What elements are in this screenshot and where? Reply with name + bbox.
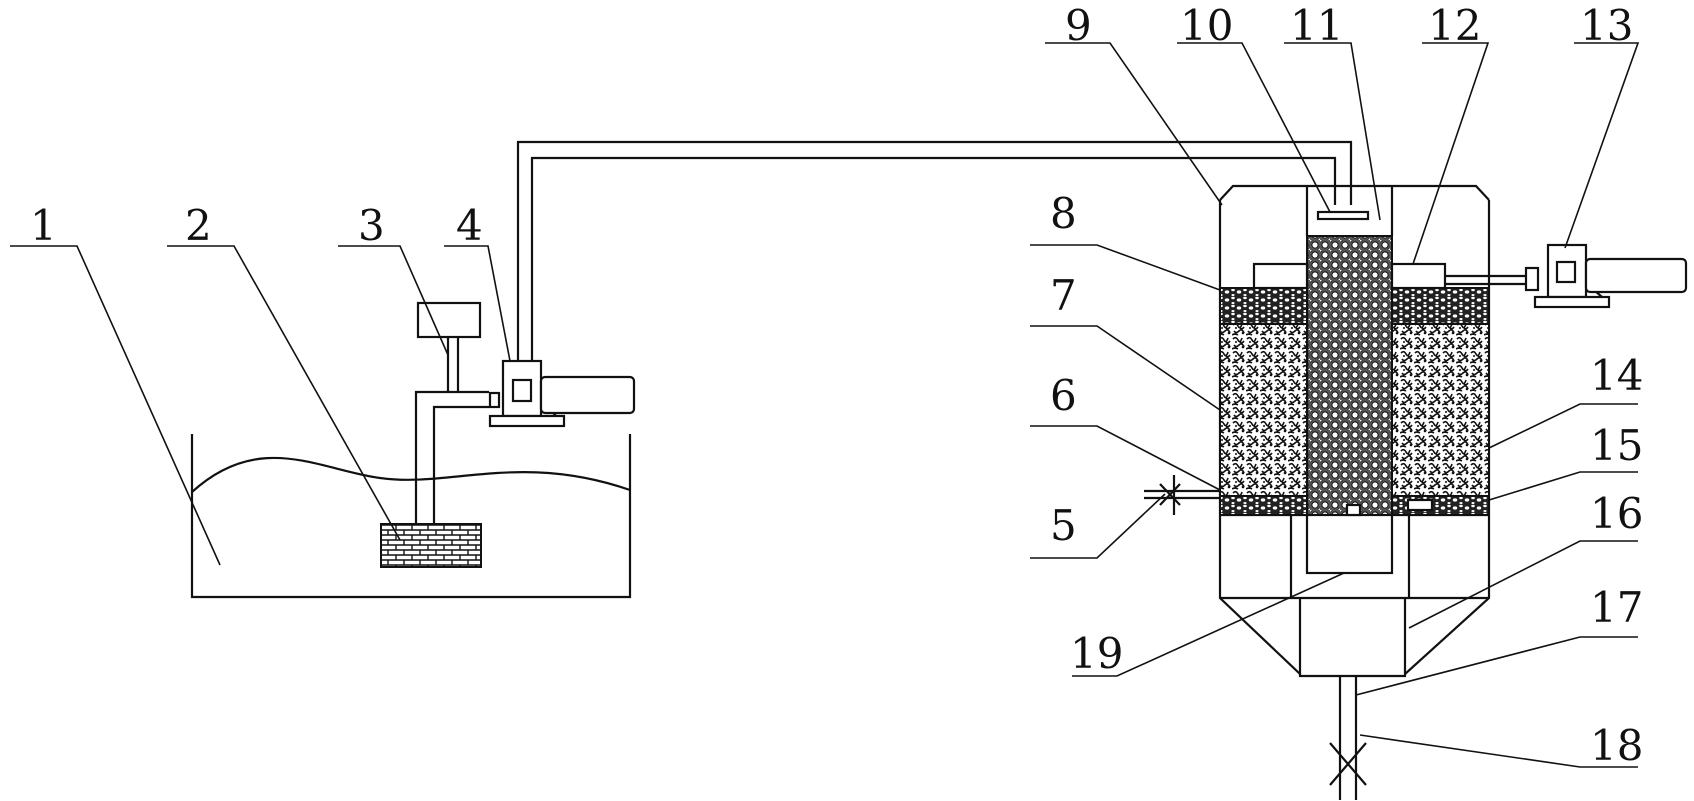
blower-pump-right [1445, 243, 1688, 309]
top-box-left [1252, 262, 1309, 290]
label-15: 15 [1590, 421, 1643, 470]
label-16: 16 [1590, 489, 1643, 538]
label-4: 4 [456, 201, 483, 250]
top-box-right [1390, 262, 1447, 290]
label-14: 14 [1590, 351, 1643, 400]
column-bottom-chamber [1305, 513, 1394, 575]
outlet-valve [1329, 742, 1367, 786]
air-pipe-to-diffuser [414, 337, 489, 524]
label-17: 17 [1590, 583, 1643, 632]
label-18: 18 [1590, 721, 1643, 770]
central-column [1306, 235, 1393, 517]
reactor [1218, 184, 1491, 800]
label-7: 7 [1050, 271, 1077, 320]
label-5: 5 [1050, 501, 1077, 550]
label-1: 1 [30, 201, 57, 250]
label-2: 2 [185, 201, 212, 250]
blower-pump-left [488, 359, 636, 428]
side-inlet-valve [1144, 475, 1220, 515]
label-12: 12 [1428, 1, 1481, 50]
label-3: 3 [358, 201, 385, 250]
water-tank [190, 434, 632, 599]
label-10: 10 [1180, 1, 1233, 50]
water-surface [191, 456, 631, 493]
label-8: 8 [1050, 189, 1077, 238]
label-6: 6 [1050, 371, 1077, 420]
label-19: 19 [1070, 629, 1123, 678]
label-13: 13 [1580, 1, 1633, 50]
label-9: 9 [1065, 1, 1092, 50]
air-pipe-main [516, 140, 1353, 361]
distributor-plate [1316, 210, 1370, 221]
label-11: 11 [1290, 1, 1343, 50]
leader-lines [10, 42, 1640, 768]
outlet-pipe [1338, 676, 1358, 800]
aeration-diffuser [380, 523, 482, 568]
part-labels: 1 2 3 4 5 6 7 8 9 10 11 12 13 14 15 16 1… [30, 1, 1643, 770]
